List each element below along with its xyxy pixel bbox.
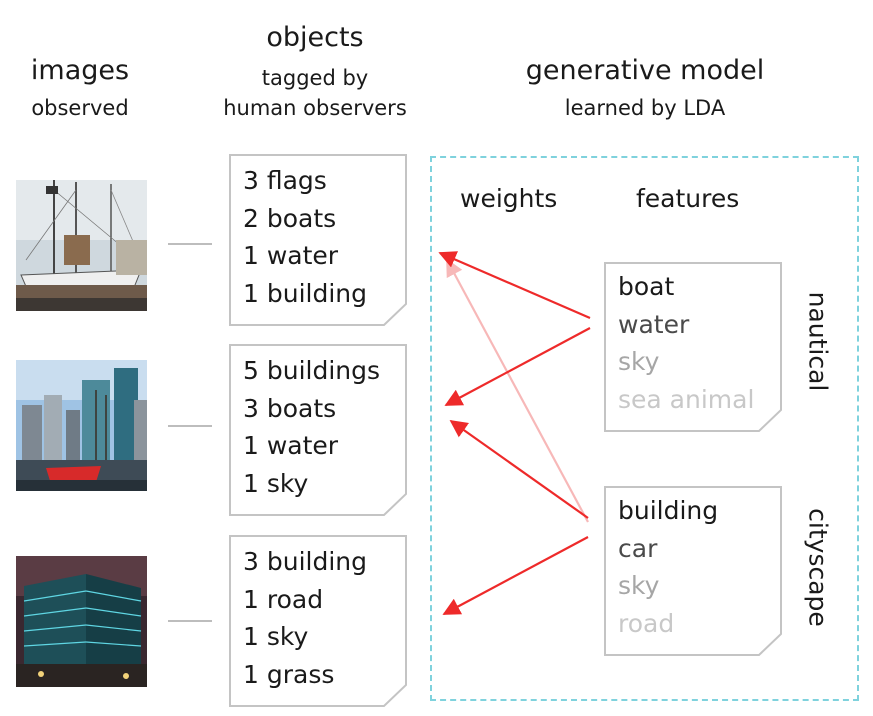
feature-item: car <box>618 533 658 563</box>
model-subheader: learned by LDA <box>564 96 726 120</box>
feature-card-nautical: boat water sky sea animal <box>604 262 782 432</box>
objects-subheader-line2: human observers <box>223 96 407 120</box>
sailboat-photo <box>16 180 147 311</box>
tag-card: 3 building 1 road 1 sky 1 grass <box>229 535 407 707</box>
card-outline <box>229 344 407 516</box>
images-header: images <box>30 55 130 86</box>
card-outline <box>604 262 782 432</box>
card-outline <box>604 486 782 656</box>
feature-card-cityscape: building car sky road <box>604 486 782 656</box>
tag-item: 5 buildings <box>243 356 381 385</box>
feature-item: boat <box>618 272 675 301</box>
feature-item: water <box>618 309 690 339</box>
topic-label-nautical: nautical <box>803 291 833 392</box>
card-outline <box>229 535 407 707</box>
feature-item: sky <box>618 347 660 376</box>
tag-item: 1 building <box>243 278 367 308</box>
tag-item: 3 flags <box>243 166 327 195</box>
tag-item: 3 boats <box>243 393 337 423</box>
objects-header: objects <box>266 22 364 53</box>
weights-label: weights <box>460 184 558 213</box>
topic-label-cityscape: cityscape <box>803 508 833 627</box>
tag-card: 3 flags 2 boats 1 water 1 building <box>229 154 407 326</box>
tag-item: 1 sky <box>243 468 309 498</box>
image-tag-connector <box>168 620 212 622</box>
feature-item: building <box>618 496 719 525</box>
tag-item: 1 water <box>243 241 339 270</box>
feature-item: sea animal <box>618 384 755 414</box>
card-outline <box>229 154 407 326</box>
image-tag-connector <box>168 243 212 245</box>
generative-model-box <box>430 156 859 701</box>
features-label: features <box>636 184 740 213</box>
images-subheader: observed <box>31 96 129 120</box>
tag-item: 1 sky <box>243 622 309 651</box>
tag-item: 1 road <box>243 584 324 614</box>
tag-item: 1 grass <box>243 659 335 689</box>
skyline-photo <box>16 360 147 491</box>
feature-item: sky <box>618 571 660 600</box>
office-night-photo <box>16 556 147 687</box>
model-header: generative model <box>525 55 765 86</box>
objects-subheader-line1: tagged by <box>261 66 369 90</box>
feature-item: road <box>618 608 675 638</box>
tag-card: 5 buildings 3 boats 1 water 1 sky <box>229 344 407 516</box>
image-tag-connector <box>168 425 212 427</box>
tag-item: 3 building <box>243 547 367 576</box>
tag-item: 1 water <box>243 431 339 460</box>
tag-item: 2 boats <box>243 203 337 233</box>
